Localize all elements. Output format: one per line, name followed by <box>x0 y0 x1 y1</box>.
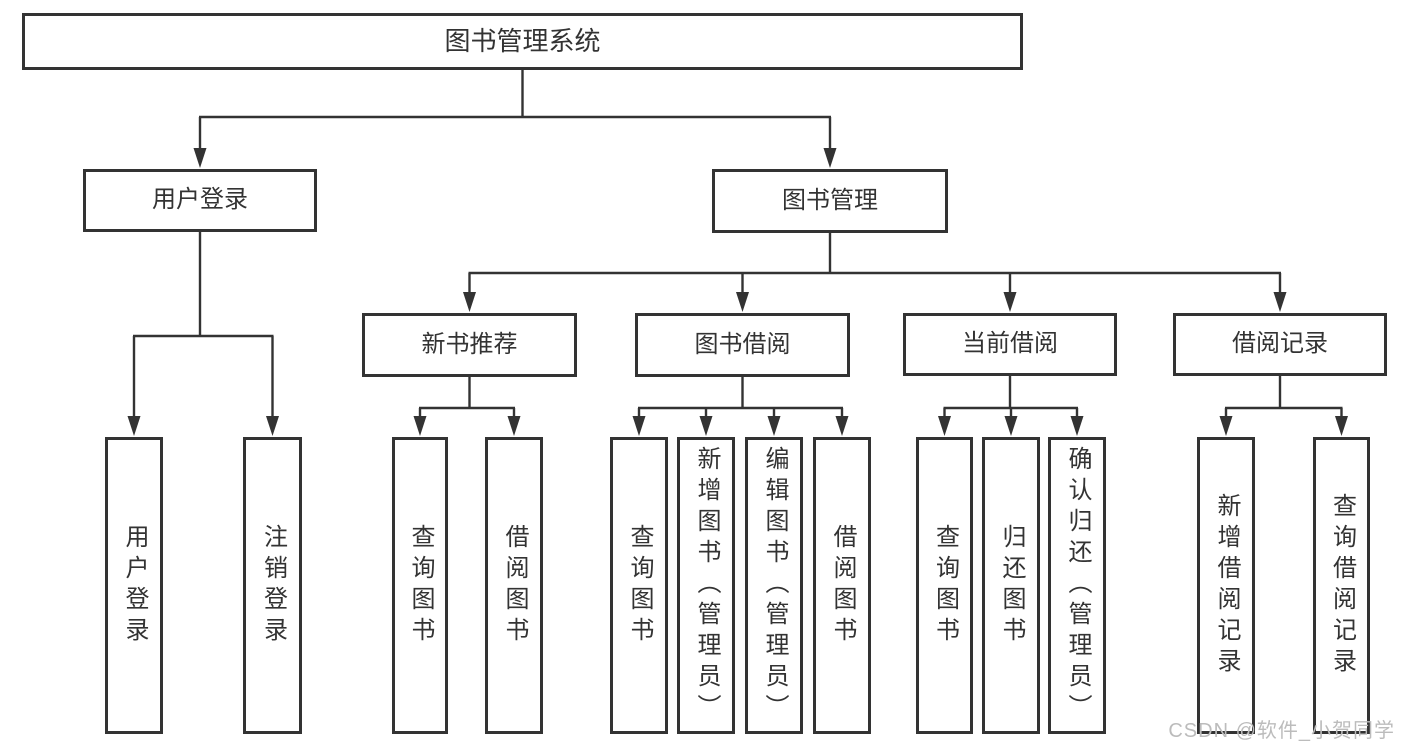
node-leaf-add-book: 新增图书（管理员） <box>677 437 735 734</box>
node-leaf-borrow-book-1: 借阅图书 <box>485 437 543 734</box>
node-borrow-records: 借阅记录 <box>1173 313 1387 376</box>
arrow-leaf-return-book <box>1004 416 1018 436</box>
arrow-leaf-query-book-1 <box>413 416 427 436</box>
arrow-current-borrow <box>1003 292 1017 312</box>
node-leaf-query-book-2: 查询图书 <box>610 437 668 734</box>
arrow-leaf-logout <box>266 416 279 436</box>
node-leaf-return-book: 归还图书 <box>982 437 1040 734</box>
node-leaf-query-borrow-record: 查询借阅记录 <box>1313 437 1370 734</box>
node-leaf-user-login: 用户登录 <box>105 437 163 734</box>
node-leaf-add-borrow-record: 新增借阅记录 <box>1197 437 1255 734</box>
node-leaf-borrow-book-2: 借阅图书 <box>813 437 871 734</box>
node-leaf-logout: 注销登录 <box>243 437 302 734</box>
arrow-borrow-records <box>1273 292 1287 312</box>
node-current-borrow: 当前借阅 <box>903 313 1117 376</box>
arrow-leaf-edit-book <box>767 416 781 436</box>
node-leaf-confirm-return: 确认归还（管理员） <box>1048 437 1106 734</box>
arrow-leaf-confirm-return <box>1070 416 1084 436</box>
node-root: 图书管理系统 <box>22 13 1023 70</box>
node-new-book-rec: 新书推荐 <box>362 313 577 377</box>
arrow-leaf-add-borrow-record <box>1219 416 1233 436</box>
node-book-mgmt: 图书管理 <box>712 169 948 233</box>
arrow-leaf-user-login <box>127 416 141 436</box>
node-book-borrow: 图书借阅 <box>635 313 850 377</box>
node-leaf-query-book-3: 查询图书 <box>916 437 973 734</box>
arrow-book-mgmt <box>823 148 837 168</box>
arrow-leaf-query-book-3 <box>938 416 951 436</box>
arrow-leaf-add-book <box>699 416 713 436</box>
watermark-text: CSDN @软件_小贺同学 <box>1168 720 1395 742</box>
arrow-leaf-query-book-2 <box>632 416 646 436</box>
arrow-book-borrow <box>736 292 749 312</box>
arrow-leaf-borrow-book-2 <box>835 416 849 436</box>
arrow-user-login <box>193 148 207 168</box>
arrow-leaf-borrow-book-1 <box>507 416 521 436</box>
node-leaf-query-book-1: 查询图书 <box>392 437 448 734</box>
arrow-new-book-rec <box>463 292 476 312</box>
arrow-leaf-query-borrow-record <box>1335 416 1348 436</box>
node-leaf-edit-book: 编辑图书（管理员） <box>745 437 803 734</box>
node-user-login: 用户登录 <box>83 169 317 232</box>
